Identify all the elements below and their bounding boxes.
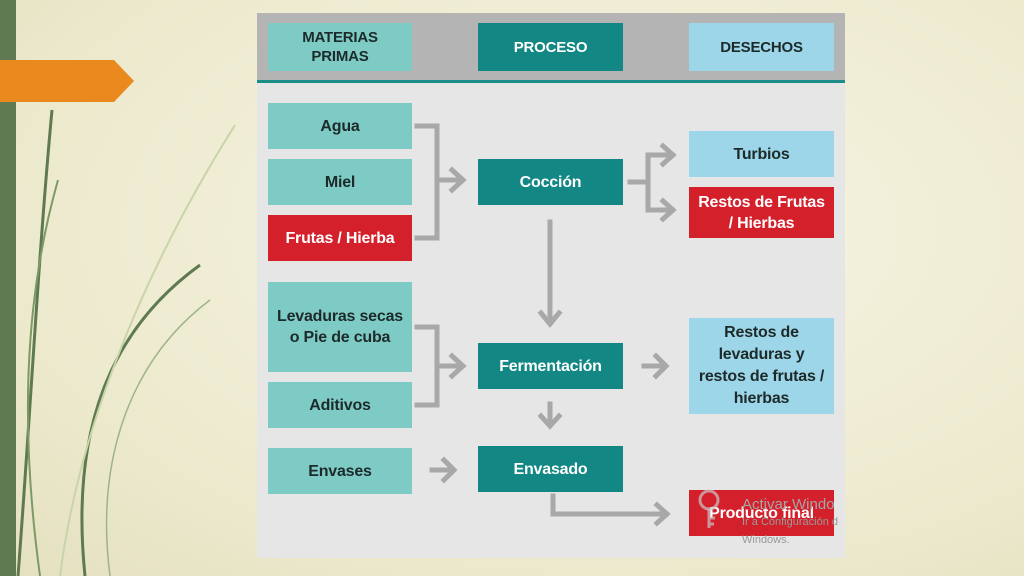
- key-icon: [698, 489, 720, 528]
- header-desechos: DESECHOS: [689, 23, 834, 71]
- box-coccion: Cocción: [478, 159, 623, 205]
- box-fermentacion: Fermentación: [478, 343, 623, 389]
- box-miel: Miel: [268, 159, 412, 205]
- box-aditivos: Aditivos: [268, 382, 412, 428]
- watermark-title: Activar Windo: [742, 496, 835, 513]
- left-accent-bar: [0, 0, 16, 576]
- box-producto-final: Producto final: [689, 490, 834, 536]
- box-frutas-hierba: Frutas / Hierba: [268, 215, 412, 261]
- header-rule: [257, 80, 845, 83]
- box-turbios: Turbios: [689, 131, 834, 177]
- decorative-grass-lines: [16, 109, 236, 576]
- box-levaduras: Levaduras secas o Pie de cuba: [268, 282, 412, 372]
- header-materias-primas: MATERIAS PRIMAS: [268, 23, 412, 71]
- box-envases: Envases: [268, 448, 412, 494]
- watermark-line1: Ir a Configuración d: [742, 516, 838, 528]
- box-agua: Agua: [268, 103, 412, 149]
- watermark-line2: Windows.: [742, 534, 790, 546]
- box-restos-levaduras: Restos de levaduras y restos de frutas /…: [689, 318, 834, 414]
- box-restos-frutas: Restos de Frutas / Hierbas: [689, 187, 834, 238]
- orange-tab-arrow: [0, 60, 134, 102]
- header-proceso: PROCESO: [478, 23, 623, 71]
- box-envasado: Envasado: [478, 446, 623, 492]
